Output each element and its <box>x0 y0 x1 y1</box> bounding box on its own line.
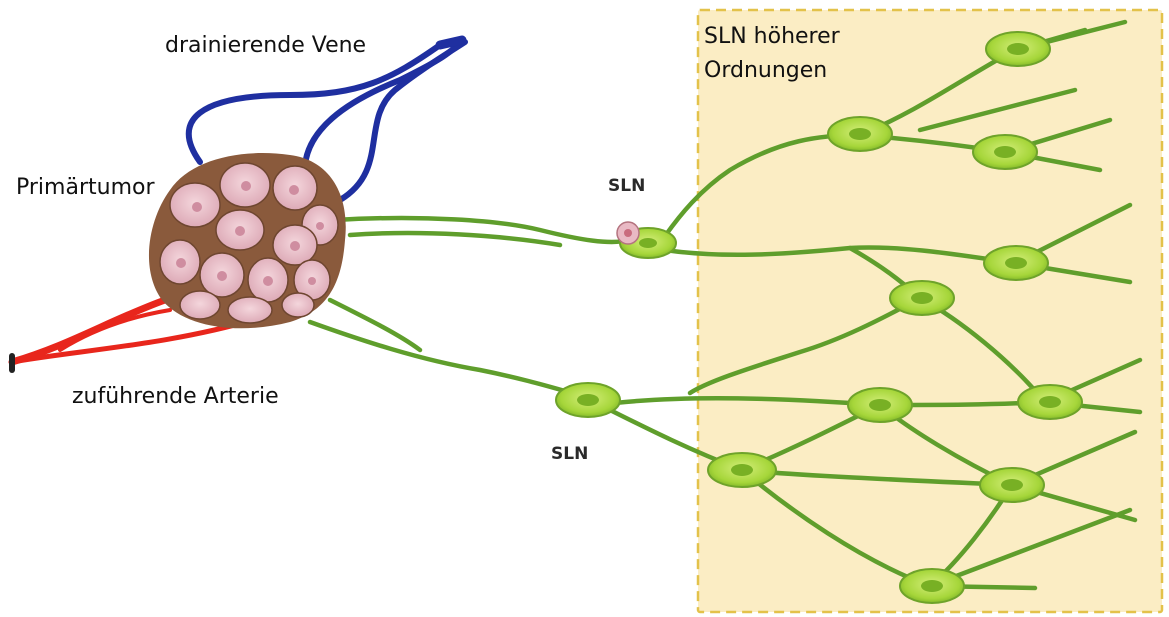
draining-vein-label: drainierende Vene <box>165 32 366 60</box>
primary-tumor <box>149 153 346 328</box>
sentinel-node-lower-label: SLN <box>551 440 588 468</box>
primary-tumor-label: Primärtumor <box>16 174 155 202</box>
higher-order-region-label: SLN höherer Ordnungen <box>704 20 840 88</box>
supplying-artery-label: zuführende Arterie <box>72 383 279 411</box>
sentinel-node-upper-label: SLN <box>608 172 645 200</box>
